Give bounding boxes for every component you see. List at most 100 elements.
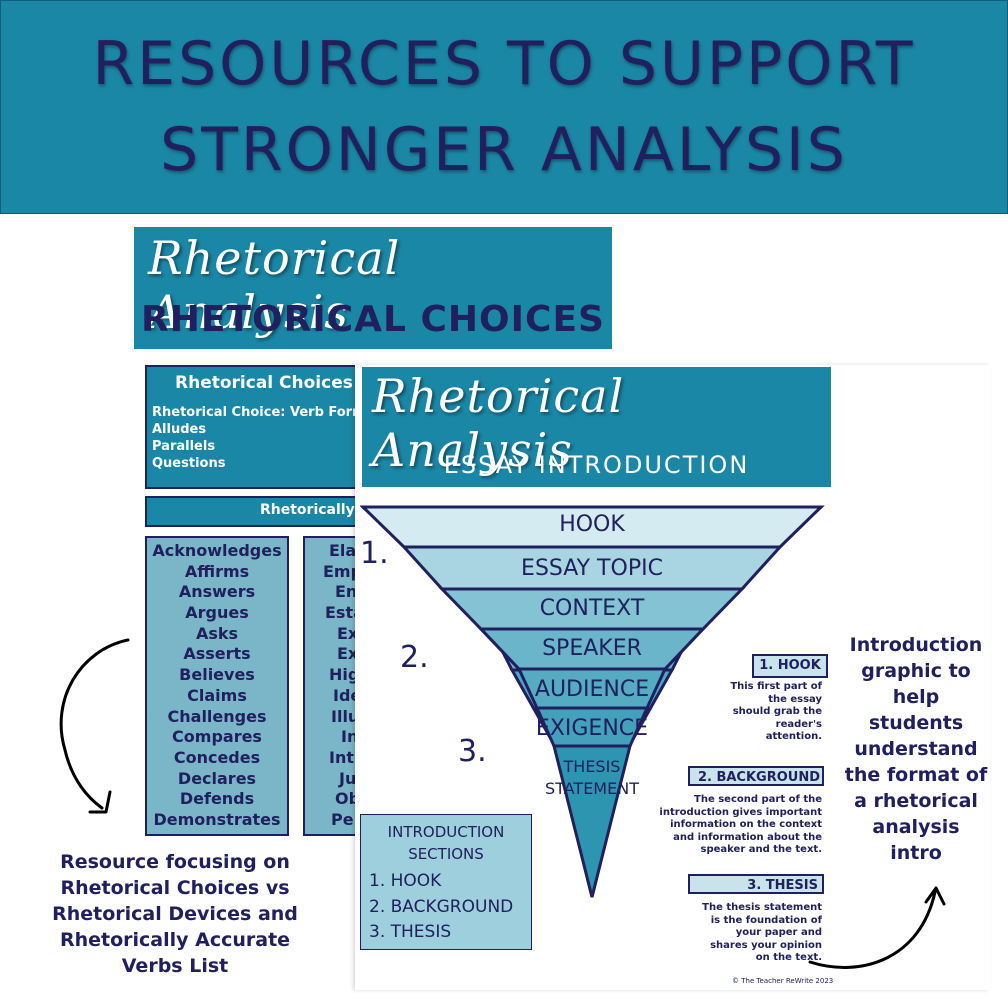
triangle-label-audience: AUDIENCE [534,677,650,702]
callout-line: Resource focusing on [60,851,290,873]
list-item: Ex [337,623,359,643]
list-item: Affirms [184,561,250,581]
list-item: Believes [179,665,255,685]
list-item: Asserts [183,644,251,664]
body-line: is the foundation of [710,914,822,926]
left-callout-text: Resource focusing on Rhetorical Choices … [30,849,320,979]
list-item: Acknowledges [152,541,282,560]
body-line: the essay [768,693,822,705]
triangle-label-context: CONTEXT [539,596,645,621]
card2-subtitle: ESSAY INTRODUCTION [443,451,750,479]
banner-title-line-1: RESOURCES TO SUPPORT [92,29,916,99]
body-line: This first part of [730,681,822,692]
list-item: 2. BACKGROUND [369,896,514,917]
essay-introduction-header: Rhetorical Analysis ESSAY INTRODUCTION [362,367,831,487]
body-line: and information about the [673,831,822,843]
list-item: Ob [335,789,361,809]
title-line: SECTIONS [408,845,484,863]
list-item: Hig [329,665,360,685]
body-line: The thesis statement [702,902,822,913]
body-line: introduction gives important [659,806,822,818]
callout-line: students [868,712,964,734]
list-item: Int [329,747,354,767]
callout-line: Rhetorical Choices vs [60,877,290,899]
copyright: © The Teacher ReWrite 2023 [732,977,834,985]
list-item: En [335,582,358,602]
section-number-1: 1. [360,536,389,571]
box-line: Alludes [152,422,207,437]
introduction-sections-box: INTRODUCTION SECTIONS 1. HOOK 2. BACKGRO… [360,814,532,950]
body-line: on the text. [755,952,822,963]
thesis-line: THESIS [563,757,621,776]
card1-box-title: Rhetorical Choices [175,373,353,393]
thesis-line: STATEMENT [545,779,639,798]
list-item: Esta [325,603,364,623]
card1-subtitle: RHETORICAL CHOICES [141,299,605,340]
list-item: In [341,727,359,747]
callout-line: a rhetorical [854,790,978,812]
callout-line: graphic to [861,660,971,682]
list-item: 1. HOOK [369,871,442,891]
section-title-hook: 1. HOOK [752,654,828,678]
title-line: INTRODUCTION [387,823,505,841]
card2-script-title: Rhetorical Analysis [372,369,625,477]
list-item: Ex [337,644,359,664]
list-item: Pe [331,809,354,829]
callout-line: understand [854,738,978,760]
intro-box-title: INTRODUCTION SECTIONS [361,821,531,865]
left-curved-arrow-icon [59,638,130,814]
list-item: Concedes [173,747,261,767]
section-number-2: 2. [400,640,429,675]
list-item: Claims [187,685,247,705]
list-item: Emp [323,561,363,581]
triangle-label-exigence: EXIGENCE [535,716,649,741]
callout-line: Introduction [849,634,983,656]
list-item: Compares [172,727,262,747]
body-line: information on the context [670,819,822,830]
list-item: Challenges [167,706,267,726]
body-line: shares your opinion [710,939,822,951]
callout-line: Rhetorically Accurate [59,929,291,951]
list-item: 3. THESIS [369,922,452,942]
title-banner: RESOURCES TO SUPPORT STRONGER ANALYSIS [0,0,1008,214]
list-item: Demonstrates [153,809,281,829]
box-line: Rhetorical Choice: Verb Form [152,405,366,420]
callout-line: intro [890,842,942,864]
card1-script-title: Rhetorical Analysis [148,231,401,339]
callout-line: Rhetorical Devices and [52,903,298,925]
card1-bar-label: Rhetorically [260,502,355,518]
section-title-background: 2. BACKGROUND [688,766,824,786]
section-number-3: 3. [458,734,487,769]
list-item: Defends [179,789,255,809]
right-curved-arrow-icon [808,886,946,969]
body-line: should grab the [732,706,822,717]
body-line: reader's [775,718,822,730]
list-item: Ela [329,541,357,560]
callout-line: analysis [872,816,960,838]
introduction-triangle-bands [360,505,825,898]
list-item: Declares [177,768,257,788]
section-body-thesis: The thesis statement is the foundation o… [680,902,822,965]
box-line: Questions [152,456,226,471]
banner-title-line-2: STRONGER ANALYSIS [160,115,848,185]
callout-line: help [892,686,940,708]
box-line: Parallels [152,439,216,454]
rhetorical-choices-header: Rhetorical Analysis RHETORICAL CHOICES [134,227,612,349]
section-body-hook: This first part of the essay should grab… [700,681,822,744]
triangle-label-speaker: SPEAKER [542,636,642,661]
callout-line: Verbs List [121,955,229,977]
callout-line: the format of [844,764,988,786]
list-item: Answers [178,582,256,602]
verbs-list-left: Acknowledges Affirms Answers Argues Asks… [145,536,289,836]
triangle-label-thesis: THESIS STATEMENT [520,756,664,800]
body-line: attention. [765,731,822,742]
list-item: Asks [195,623,239,643]
list-item: Argues [185,603,249,623]
list-item: Illu [331,706,360,726]
list-item: Ide [333,685,362,705]
body-line: your paper and [735,927,822,938]
section-body-background: The second part of the introduction give… [640,794,822,857]
triangle-label-hook: HOOK [559,512,625,537]
list-item: Ju [339,768,357,788]
right-callout-text: Introduction graphic to help students un… [836,632,996,866]
